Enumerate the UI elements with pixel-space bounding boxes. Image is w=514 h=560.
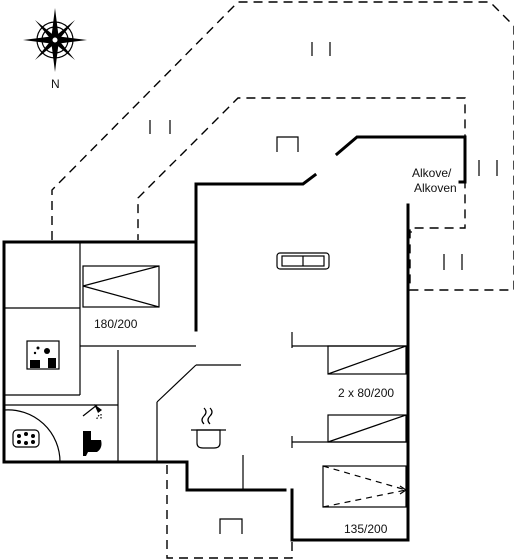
compass-rose-icon xyxy=(23,8,87,72)
cooking-pot-icon xyxy=(191,407,226,449)
chair-icon xyxy=(219,136,299,534)
bed-icon-twin-2 xyxy=(327,414,407,443)
compass-north-label: N xyxy=(51,77,60,91)
alcove-label-line2: Alkoven xyxy=(414,181,457,195)
shower-icon xyxy=(82,404,102,421)
window-icon xyxy=(149,42,498,270)
washing-machine-icon xyxy=(26,340,60,370)
bed-size-label-double-2: 135/200 xyxy=(344,522,388,536)
terrace-outline xyxy=(51,1,514,559)
bed-size-label-double-1: 180/200 xyxy=(94,317,138,331)
sofa-icon xyxy=(276,252,330,270)
bed-size-label-twin: 2 x 80/200 xyxy=(338,386,394,400)
alcove-label-line1: Alkove/ xyxy=(412,166,452,180)
bed-icon-double-1 xyxy=(82,265,160,308)
bed-icon-double-2 xyxy=(322,465,408,508)
interior-walls xyxy=(3,231,412,490)
whirlpool-icon xyxy=(3,409,61,463)
exterior-walls xyxy=(2,135,467,542)
bed-icon-twin-1 xyxy=(327,345,407,375)
toilet-icon xyxy=(83,431,102,456)
